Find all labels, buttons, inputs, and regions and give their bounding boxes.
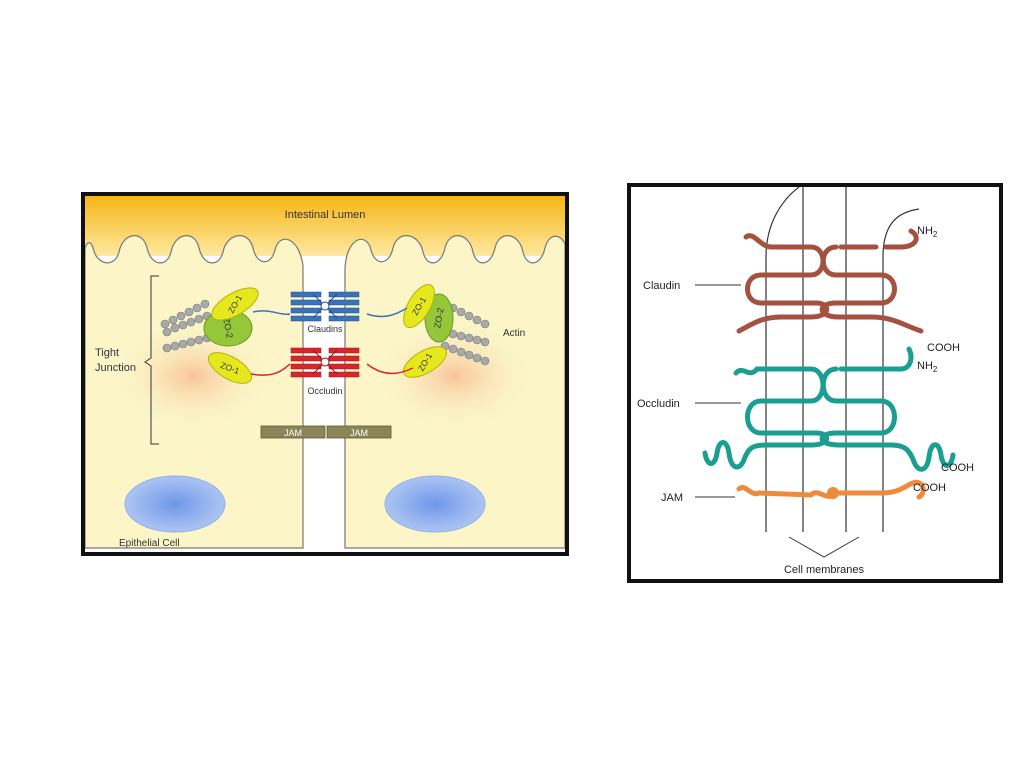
right-jam-protein [326,425,392,439]
occludin-label: Occludin [637,398,680,410]
cell-membranes-label: Cell membranes [784,564,865,576]
left-actin-filaments [160,299,212,353]
intestinal-lumen [85,196,565,256]
occludin-nh2-label: NH2 [917,360,938,374]
right-occludin-link [366,363,414,375]
right-zo1-upper-protein [403,284,435,328]
left-claudin-link [252,310,291,316]
jam-cooh-label: COOH [913,482,946,494]
tight-junction-label-line1: Tight [95,347,119,359]
tight-junction-label-line2: Junction [95,362,136,374]
epithelial-cell-label: Epithelial Cell [119,538,180,549]
membrane-diagram-svg: Claudin Occludin JAM NH2 COOH NH2 COOH C… [637,187,974,576]
actin-label: Actin [503,328,525,339]
occludin-junction-node [320,357,330,367]
jam-label: JAM [661,492,683,504]
right-nucleus [384,475,486,533]
left-jam-label: JAM [284,428,302,438]
left-nucleus [124,475,226,533]
left-zo1-upper-protein [211,287,259,321]
right-cell-glow [375,321,535,431]
left-jam-protein [260,425,326,439]
occludin-complex [290,347,360,378]
left-cell-glow [113,321,273,431]
right-zo2-label: ZO-2 [432,307,445,329]
tight-junction-cell-diagram: Intestinal Lumen Tight Junction Actin ZO… [81,192,569,556]
occludin-protein [702,346,956,472]
claudin-nh2-label: NH2 [917,225,938,239]
tight-junction-bracket [144,275,159,445]
left-occludin-link [250,363,291,376]
claudin-label: Claudin [643,280,680,292]
claudins-complex [290,291,360,322]
claudin-protein [736,228,924,334]
left-zo1-lower-protein [208,352,252,384]
claudin-cooh-label: COOH [927,342,960,354]
jam-protein [736,479,926,500]
claudins-label: Claudins [307,324,343,334]
cell-diagram-svg: Intestinal Lumen Tight Junction Actin ZO… [85,196,565,549]
right-zo1-lower-protein [403,346,447,378]
claudin-junction-node [320,301,330,311]
right-jam-label: JAM [350,428,368,438]
membrane-protein-diagram: Claudin Occludin JAM NH2 COOH NH2 COOH C… [627,183,1003,583]
cell-membranes-bracket [788,536,860,558]
occludin-label: Occludin [307,386,342,396]
cell-membranes [765,187,920,532]
label-pointers [695,284,741,498]
right-claudin-link [366,307,408,318]
right-zo2-protein [424,293,454,343]
left-zo2-label: ZO-2 [221,317,234,339]
lumen-label: Intestinal Lumen [285,209,366,221]
occludin-cooh-label: COOH [941,462,974,474]
